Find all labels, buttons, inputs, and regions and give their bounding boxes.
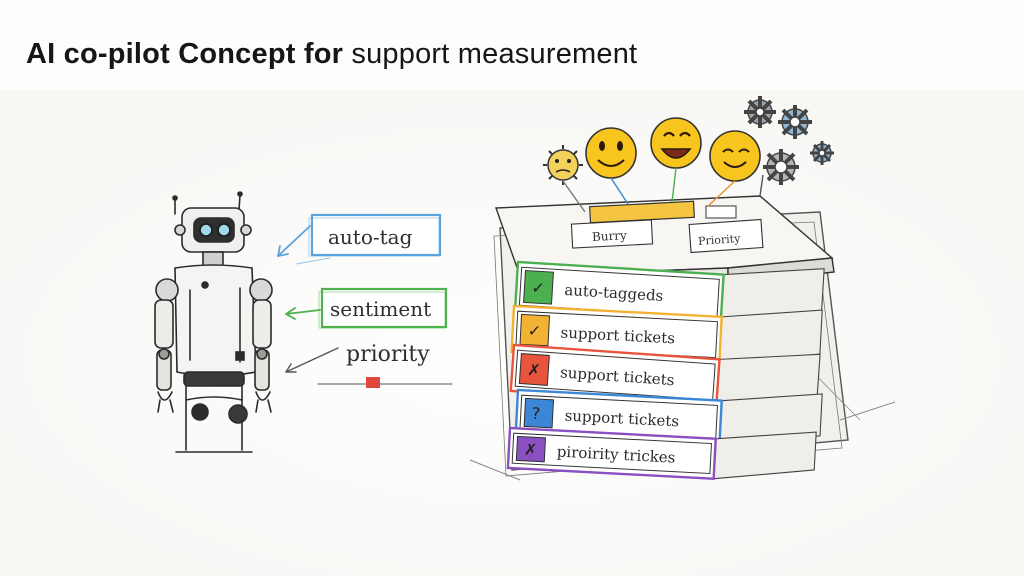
gear-icon-3 [763,149,799,185]
emoji-happy-face-icon-2 [710,131,760,181]
gear-icon-2 [778,105,812,139]
stack-row-mark-icon: ✗ [527,360,542,380]
emoji-sad-face-icon [543,145,583,185]
priority-label: priority [346,342,430,367]
sentiment-label-box: sentiment [319,289,446,328]
top-folder-left-sticker: Burry [592,228,628,244]
stack-row-mark-icon: ✗ [523,440,537,460]
emoji-happy-face-icon-1 [586,128,636,178]
stack-row-mark-icon: ? [531,404,540,423]
stack-row-mark-icon: ✓ [531,278,546,298]
stack-row-mark-icon: ✓ [527,321,541,341]
auto-tag-label-box: auto-tag [309,215,440,256]
emoji-laughing-face-icon [651,118,701,168]
priority-marker-icon [366,377,380,388]
auto-tag-label: auto-tag [328,225,413,249]
sentiment-label: sentiment [330,297,431,321]
stack-rows: ✓auto-taggeds✓support tickets✗support ti… [508,250,824,484]
